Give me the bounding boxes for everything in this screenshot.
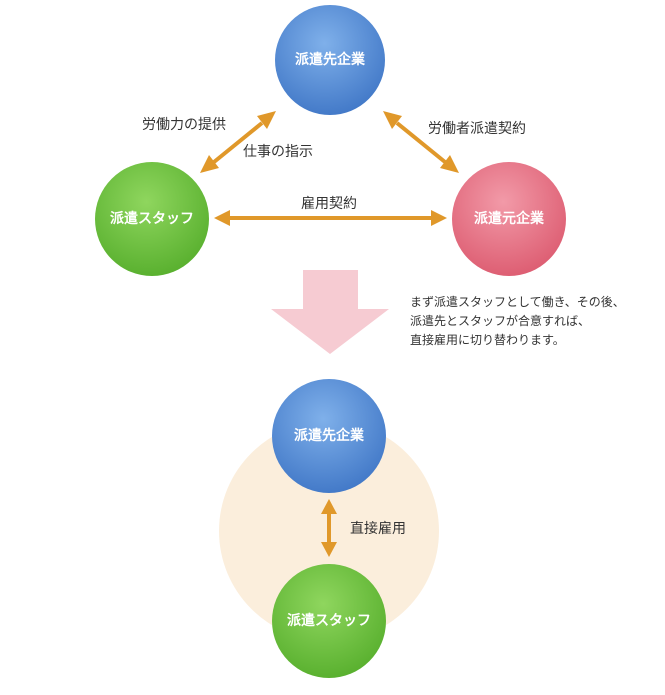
note-line: 直接雇用に切り替わります。 [410, 333, 565, 347]
bottom-client-company-circle [272, 379, 386, 493]
note-line: まず派遣スタッフとして働き、その後、 [410, 295, 625, 309]
client-company-label: 派遣先企業 [295, 52, 365, 68]
dispatch-contract-label: 労働者派遣契約 [428, 121, 526, 137]
transition-note: まず派遣スタッフとして働き、その後、 派遣先とスタッフが合意すれば、 直接雇用に… [410, 293, 625, 350]
staff-circle [95, 162, 209, 276]
labor-instruction-arrow [200, 111, 276, 173]
note-line: 派遣先とスタッフが合意すれば、 [410, 314, 591, 328]
staff-label: 派遣スタッフ [110, 211, 194, 227]
bottom-staff-circle [272, 564, 386, 678]
bottom-client-company-label: 派遣先企業 [294, 428, 364, 444]
direct-employment-arrow [321, 499, 337, 557]
employment-contract-label: 雇用契約 [301, 196, 357, 212]
transition-down-arrow [271, 270, 389, 354]
employment-contract-arrow [214, 210, 447, 226]
bottom-staff-label: 派遣スタッフ [287, 613, 371, 629]
dispatch-contract-arrow [383, 111, 459, 173]
labor-provision-label: 労働力の提供 [142, 117, 226, 133]
client-company-circle [275, 5, 385, 115]
agency-label: 派遣元企業 [474, 211, 544, 227]
agency-circle [452, 162, 566, 276]
work-instruction-label: 仕事の指示 [243, 144, 313, 160]
direct-employment-label: 直接雇用 [350, 521, 406, 537]
